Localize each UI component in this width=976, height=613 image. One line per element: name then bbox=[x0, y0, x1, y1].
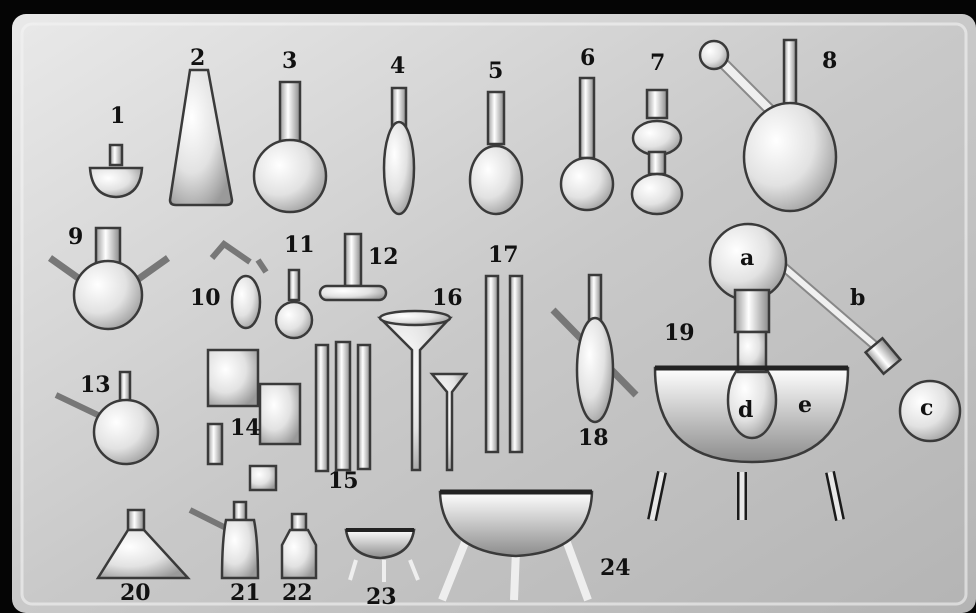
label-5: 5 bbox=[488, 58, 503, 84]
label-3: 3 bbox=[282, 48, 297, 74]
label-20: 20 bbox=[120, 580, 151, 606]
label-10: 10 bbox=[190, 285, 221, 311]
label-14: 14 bbox=[230, 415, 261, 441]
label-13: 13 bbox=[80, 372, 111, 398]
label-6: 6 bbox=[580, 45, 595, 71]
vessel-15 bbox=[316, 342, 370, 471]
label-21: 21 bbox=[230, 580, 261, 606]
label-15: 15 bbox=[328, 468, 359, 494]
label-19: 19 bbox=[664, 320, 695, 346]
label-d: d bbox=[738, 397, 753, 423]
label-22: 22 bbox=[282, 580, 313, 606]
label-23: 23 bbox=[366, 584, 397, 610]
label-e: e bbox=[798, 392, 812, 418]
label-18: 18 bbox=[578, 425, 609, 451]
label-24: 24 bbox=[600, 555, 631, 581]
label-2: 2 bbox=[190, 45, 205, 71]
label-a: a bbox=[740, 245, 754, 271]
label-b: b bbox=[850, 285, 865, 311]
label-1: 1 bbox=[110, 103, 125, 129]
label-11: 11 bbox=[284, 232, 315, 258]
label-7: 7 bbox=[650, 50, 665, 76]
label-8: 8 bbox=[822, 48, 837, 74]
label-17: 17 bbox=[488, 242, 519, 268]
label-9: 9 bbox=[68, 224, 83, 250]
label-12: 12 bbox=[368, 244, 399, 270]
label-c: c bbox=[920, 395, 933, 421]
label-4: 4 bbox=[390, 53, 405, 79]
label-16: 16 bbox=[432, 285, 463, 311]
